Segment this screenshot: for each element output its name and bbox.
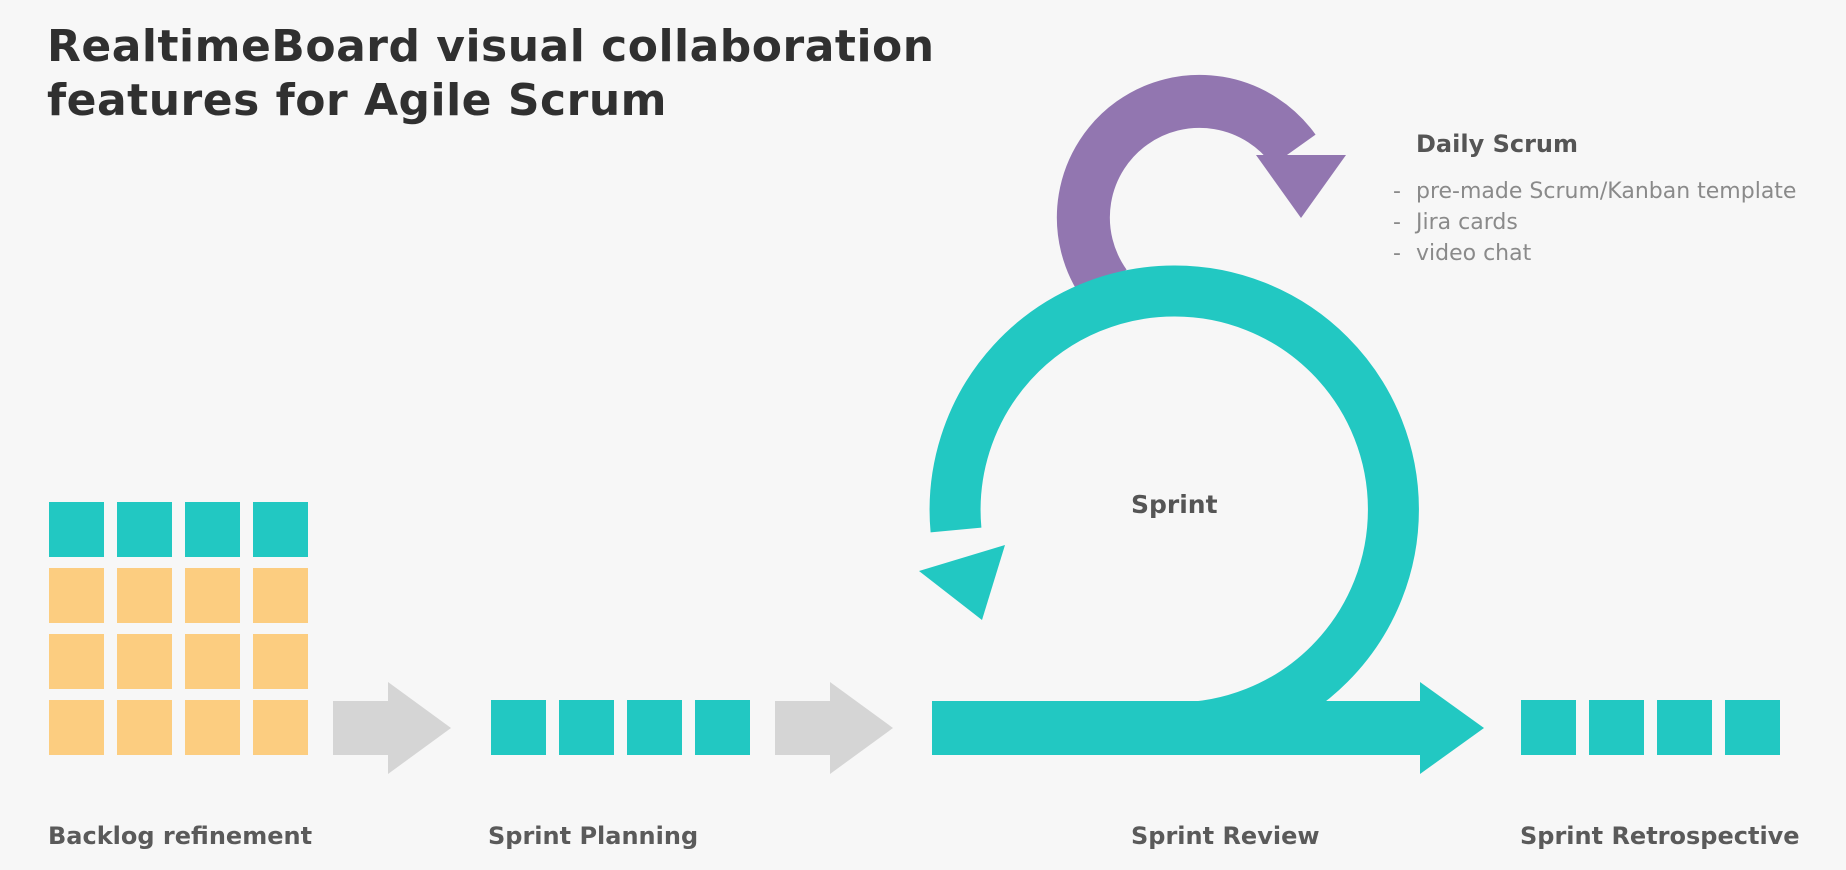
sprint-loop-arrow	[919, 265, 1419, 754]
daily-scrum-arrowhead	[1256, 155, 1346, 218]
transition-arrow-2	[775, 682, 893, 774]
feature-text: pre-made Scrum/Kanban template	[1416, 179, 1797, 204]
daily-scrum-feature-list: -pre-made Scrum/Kanban template -Jira ca…	[1393, 176, 1796, 269]
sprint-planning-card	[695, 700, 750, 755]
backlog-card	[185, 502, 240, 557]
backlog-card	[49, 634, 104, 689]
backlog-card	[49, 502, 104, 557]
sprint-retrospective-card	[1725, 700, 1780, 755]
backlog-card	[117, 634, 172, 689]
feature-dash: -	[1393, 241, 1401, 266]
page-title-line-2: features for Agile Scrum	[47, 75, 667, 126]
feature-item: -pre-made Scrum/Kanban template	[1393, 176, 1796, 207]
feature-dash: -	[1393, 179, 1401, 204]
stage-label-sprint-review: Sprint Review	[1131, 822, 1320, 850]
sprint-review-arrow	[932, 682, 1484, 774]
backlog-card	[117, 568, 172, 623]
daily-scrum-loop-arc	[1056, 74, 1316, 301]
backlog-card	[185, 568, 240, 623]
daily-scrum-loop-arrow	[1056, 74, 1346, 301]
feature-item: -Jira cards	[1393, 207, 1796, 238]
sprint-planning-cards	[491, 700, 750, 755]
daily-scrum-heading: Daily Scrum	[1416, 130, 1579, 158]
backlog-grid	[49, 502, 308, 755]
sprint-retrospective-card	[1521, 700, 1576, 755]
backlog-card	[253, 568, 308, 623]
stage-label-sprint-planning: Sprint Planning	[488, 822, 699, 850]
sprint-planning-card	[627, 700, 682, 755]
backlog-card	[185, 700, 240, 755]
backlog-card	[253, 700, 308, 755]
backlog-card	[253, 634, 308, 689]
sprint-label: Sprint	[1131, 490, 1218, 519]
backlog-card	[253, 502, 308, 557]
backlog-card	[49, 568, 104, 623]
stage-label-sprint-retrospective: Sprint Retrospective	[1520, 822, 1800, 850]
feature-text: video chat	[1416, 241, 1532, 266]
feature-dash: -	[1393, 210, 1401, 235]
transition-arrow-1	[333, 682, 451, 774]
sprint-retrospective-card	[1589, 700, 1644, 755]
sprint-retrospective-cards	[1521, 700, 1780, 755]
backlog-card	[117, 502, 172, 557]
sprint-loop-arc	[929, 265, 1419, 754]
backlog-card	[185, 634, 240, 689]
sprint-planning-card	[559, 700, 614, 755]
stage-label-backlog-refinement: Backlog refinement	[48, 822, 313, 850]
feature-item: -video chat	[1393, 238, 1796, 269]
backlog-card	[49, 700, 104, 755]
page-title-line-1: RealtimeBoard visual collaboration	[47, 21, 935, 72]
sprint-loop-arrowhead	[919, 545, 1005, 620]
feature-text: Jira cards	[1416, 210, 1518, 235]
sprint-planning-card	[491, 700, 546, 755]
sprint-review-arrowhead	[1420, 682, 1484, 774]
page-title: RealtimeBoard visual collaboration featu…	[47, 20, 947, 128]
backlog-card	[117, 700, 172, 755]
sprint-retrospective-card	[1657, 700, 1712, 755]
sprint-review-arrow-shaft	[932, 701, 1422, 755]
